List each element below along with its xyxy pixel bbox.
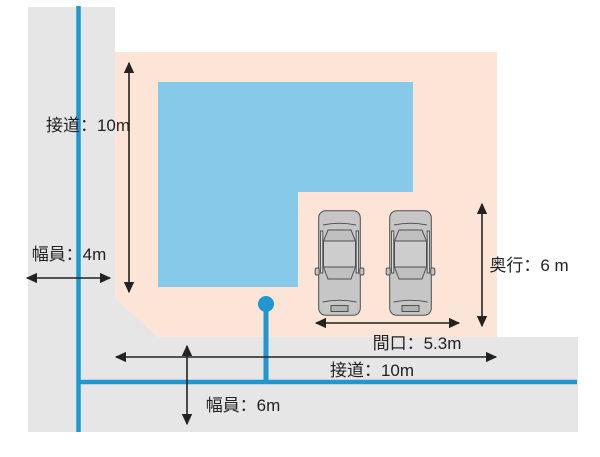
label-parking-width: 間口：5.3m [373,334,462,353]
road-bottom-horizontal [28,337,578,432]
building-footprint [158,82,413,287]
label-depth: 奥行：6 m [489,256,568,275]
label-left-frontage: 接道：10m [46,116,130,135]
label-left-road-width: 幅員：4m [32,245,107,264]
label-bottom-road-width: 幅員：6m [206,396,281,415]
car-1 [314,210,365,316]
label-bottom-frontage: 接道：10m [330,361,414,380]
utility-dot [258,296,274,312]
car-2 [385,210,436,316]
